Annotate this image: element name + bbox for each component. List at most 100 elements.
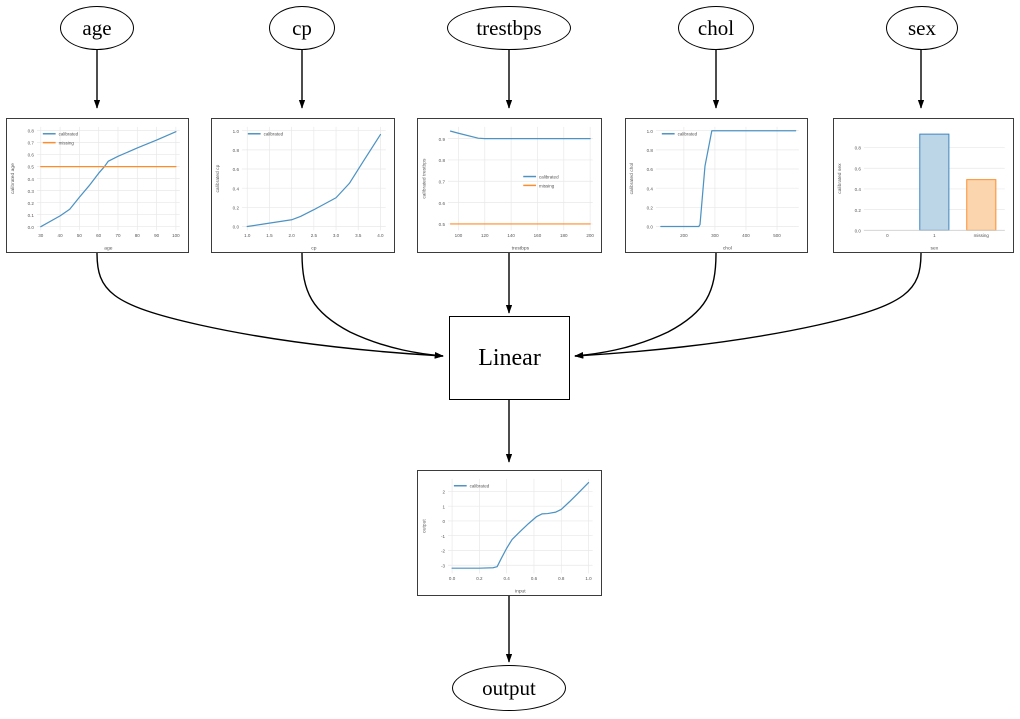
svg-text:300: 300	[711, 233, 719, 238]
svg-text:0.0: 0.0	[449, 576, 456, 581]
svg-text:0.8: 0.8	[439, 158, 446, 163]
svg-text:sex: sex	[931, 247, 939, 252]
svg-text:2: 2	[443, 490, 446, 495]
svg-text:0.5: 0.5	[439, 222, 446, 227]
svg-text:2.5: 2.5	[311, 233, 318, 238]
node-trestbps-label: trestbps	[476, 15, 542, 40]
svg-text:2.0: 2.0	[288, 233, 295, 238]
svg-text:calibrated: calibrated	[470, 484, 490, 489]
svg-text:0.8: 0.8	[647, 148, 654, 153]
svg-text:0.1: 0.1	[28, 213, 35, 218]
node-sex[interactable]: sex	[886, 6, 958, 50]
svg-text:0.6: 0.6	[855, 166, 862, 171]
svg-text:missing: missing	[59, 141, 75, 146]
svg-text:0.8: 0.8	[855, 146, 862, 151]
svg-text:calibrated: calibrated	[539, 174, 559, 179]
svg-text:1.5: 1.5	[266, 233, 273, 238]
svg-text:calibrated: calibrated	[264, 132, 284, 137]
svg-text:0.8: 0.8	[558, 576, 565, 581]
svg-text:calibrated cp: calibrated cp	[215, 164, 221, 192]
node-chol-label: chol	[697, 15, 735, 40]
svg-text:120: 120	[481, 233, 489, 238]
node-chol[interactable]: chol	[678, 6, 754, 50]
svg-text:-1: -1	[441, 534, 446, 539]
svg-text:3.0: 3.0	[333, 233, 340, 238]
svg-text:3.5: 3.5	[355, 233, 362, 238]
svg-text:0.8: 0.8	[233, 148, 240, 153]
svg-text:calibrated: calibrated	[59, 132, 79, 137]
svg-text:0.3: 0.3	[28, 189, 35, 194]
node-age-label: age	[82, 15, 112, 40]
svg-text:1.0: 1.0	[585, 576, 592, 581]
svg-text:0.4: 0.4	[504, 576, 511, 581]
svg-text:180: 180	[560, 233, 568, 238]
svg-text:0.0: 0.0	[233, 225, 240, 230]
svg-text:0.6: 0.6	[647, 167, 654, 172]
node-age[interactable]: age	[60, 6, 134, 50]
svg-text:missing: missing	[974, 233, 990, 238]
svg-text:30: 30	[38, 233, 44, 238]
node-linear[interactable]: Linear	[449, 316, 570, 400]
svg-text:60: 60	[96, 233, 102, 238]
node-cp-label: cp	[292, 15, 312, 40]
svg-text:50: 50	[77, 233, 83, 238]
svg-text:1.0: 1.0	[244, 233, 251, 238]
svg-text:missing: missing	[539, 183, 555, 188]
svg-text:0.6: 0.6	[28, 153, 35, 158]
svg-text:0.2: 0.2	[476, 576, 483, 581]
svg-text:0.4: 0.4	[233, 186, 240, 191]
svg-text:40: 40	[58, 233, 64, 238]
svg-text:age: age	[104, 247, 112, 252]
svg-text:100: 100	[172, 233, 180, 238]
svg-text:-3: -3	[441, 563, 446, 568]
svg-text:200: 200	[586, 233, 594, 238]
svg-text:0.2: 0.2	[233, 206, 240, 211]
edge-agechart-to-linear	[96, 252, 444, 359]
svg-text:-2: -2	[441, 549, 446, 554]
svg-text:cp: cp	[311, 247, 316, 252]
node-linear-label: Linear	[478, 344, 541, 371]
svg-text:70: 70	[115, 233, 121, 238]
edge-cpchart-to-linear	[301, 252, 444, 359]
svg-text:100: 100	[455, 233, 463, 238]
svg-text:0.2: 0.2	[647, 206, 654, 211]
svg-text:0.2: 0.2	[855, 208, 862, 213]
svg-text:1: 1	[443, 504, 446, 509]
svg-text:400: 400	[742, 233, 750, 238]
svg-text:0.5: 0.5	[28, 165, 35, 170]
edge-cholchart-to-linear	[574, 252, 717, 359]
svg-text:80: 80	[135, 233, 141, 238]
svg-text:200: 200	[680, 233, 688, 238]
svg-text:1.0: 1.0	[647, 129, 654, 134]
svg-text:0.7: 0.7	[28, 141, 35, 146]
svg-text:0.7: 0.7	[439, 179, 446, 184]
node-trestbps[interactable]: trestbps	[447, 6, 571, 50]
svg-text:chol: chol	[723, 246, 732, 252]
svg-text:0.4: 0.4	[28, 177, 35, 182]
node-output[interactable]: output	[452, 665, 566, 711]
svg-text:trestbps: trestbps	[512, 246, 530, 252]
node-sex-label: sex	[908, 15, 936, 40]
svg-text:calibrated chol: calibrated chol	[629, 163, 635, 195]
svg-text:calibrated age: calibrated age	[10, 163, 16, 194]
svg-text:0.8: 0.8	[28, 129, 35, 134]
svg-text:0.2: 0.2	[28, 201, 35, 206]
svg-text:0.9: 0.9	[439, 137, 446, 142]
svg-text:4.0: 4.0	[377, 233, 384, 238]
svg-text:500: 500	[773, 233, 781, 238]
svg-text:140: 140	[507, 233, 515, 238]
node-cp[interactable]: cp	[269, 6, 335, 50]
svg-text:0: 0	[886, 233, 889, 238]
svg-text:1: 1	[933, 233, 936, 238]
svg-text:90: 90	[154, 233, 160, 238]
svg-text:1.0: 1.0	[233, 129, 240, 134]
